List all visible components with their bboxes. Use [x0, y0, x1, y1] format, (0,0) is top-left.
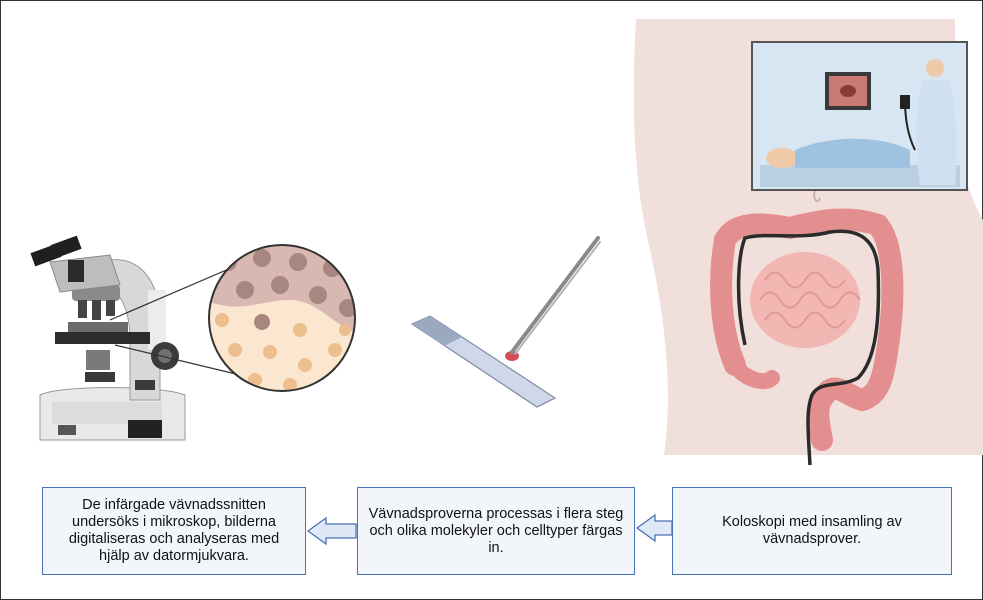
arrow-step2-to-step1	[308, 518, 356, 544]
tweezers-icon	[512, 238, 600, 354]
step-text-processing: Vävnadsproverna processas i flera steg o…	[368, 506, 624, 557]
arrow-step3-to-step2	[637, 515, 672, 541]
tissue-cells-magnified-icon	[205, 240, 365, 400]
colonoscopy-scene-icon	[752, 42, 967, 190]
step-box-analysis: De infärgade vävnadssnitten undersöks i …	[42, 487, 306, 575]
step-box-processing: Vävnadsproverna processas i flera steg o…	[357, 487, 635, 575]
step-text-analysis: De infärgade vävnadssnitten undersöks i …	[53, 497, 295, 565]
step-text-colonoscopy: Koloskopi med insamling av vävnadsprover…	[683, 514, 941, 548]
step-box-colonoscopy: Koloskopi med insamling av vävnadsprover…	[672, 487, 952, 575]
microscope-icon	[30, 236, 185, 440]
